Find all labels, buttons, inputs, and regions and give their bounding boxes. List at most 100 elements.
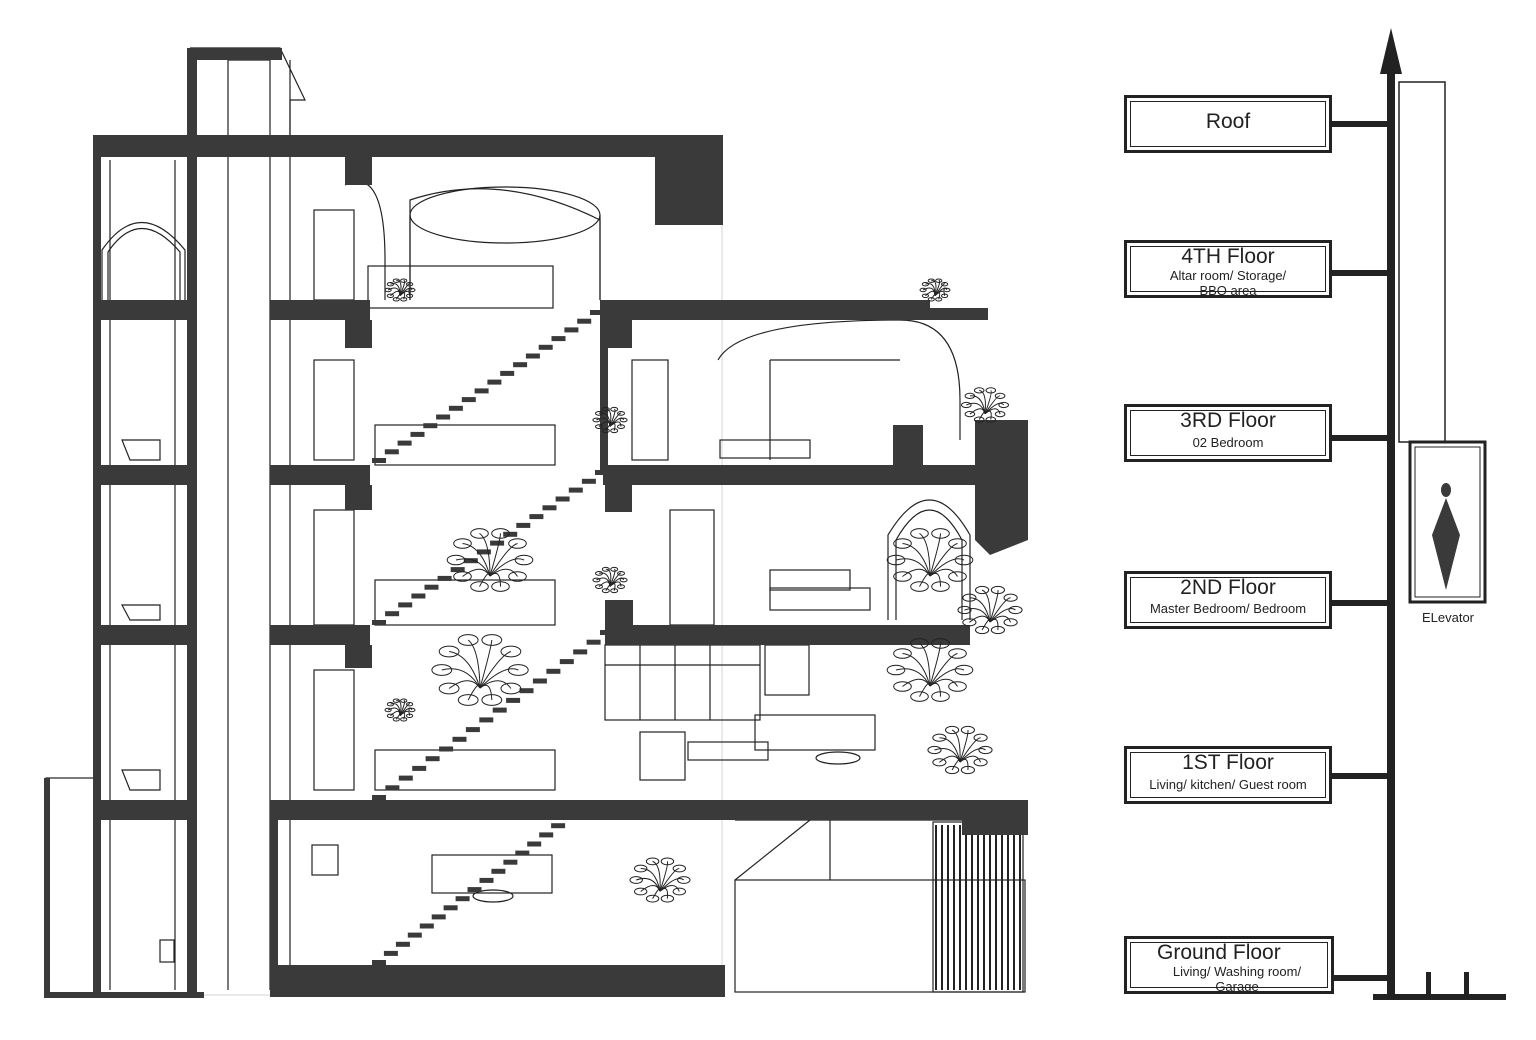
floor-title: 4TH Floor bbox=[1181, 245, 1275, 268]
plants bbox=[384, 278, 1023, 903]
stair-tread bbox=[539, 832, 554, 838]
stair-tread bbox=[411, 593, 426, 599]
floor-title: Ground Floor bbox=[1157, 941, 1281, 964]
plant bbox=[446, 528, 534, 592]
stair-tread bbox=[397, 440, 412, 446]
stair-tread bbox=[383, 950, 398, 956]
stair-tread bbox=[600, 630, 614, 635]
stair-tread bbox=[590, 310, 604, 315]
stair-tread bbox=[586, 639, 601, 645]
plant bbox=[886, 528, 974, 592]
stair-tread bbox=[503, 859, 518, 865]
stair-tread bbox=[573, 649, 588, 655]
stair-tread bbox=[410, 431, 425, 437]
floor-title: 3RD Floor bbox=[1180, 409, 1276, 432]
stair-tread bbox=[500, 370, 515, 376]
stair-tread bbox=[581, 478, 596, 484]
stair-tread bbox=[542, 505, 557, 511]
stair-tread bbox=[398, 775, 413, 781]
stair-tread bbox=[551, 336, 566, 342]
stair-tread bbox=[439, 746, 454, 752]
elevator-label: ELevator bbox=[1421, 610, 1475, 625]
plant bbox=[384, 698, 416, 722]
stair-tread bbox=[487, 379, 502, 385]
plant bbox=[592, 566, 628, 594]
stair-tread bbox=[490, 540, 505, 546]
stair-tread bbox=[395, 941, 410, 947]
stair-tread bbox=[461, 397, 476, 403]
stair-tread bbox=[474, 388, 489, 394]
floor-title: 1ST Floor bbox=[1182, 751, 1274, 774]
stair-tread bbox=[423, 423, 438, 429]
stair-tread bbox=[575, 805, 589, 810]
stair-tread bbox=[506, 697, 521, 703]
floor-subtitle: 02 Bedroom bbox=[1192, 435, 1264, 450]
stair-tread bbox=[515, 850, 530, 856]
floor-title: 2ND Floor bbox=[1180, 576, 1276, 599]
stair-tread bbox=[503, 531, 518, 537]
stair-tread bbox=[424, 584, 439, 590]
stair-tread bbox=[491, 868, 506, 874]
stair-tread bbox=[385, 611, 400, 617]
floor-box-4th: 4TH Floor Altar room/ Storage/ BBQ area bbox=[1124, 240, 1332, 298]
stair-tread bbox=[372, 795, 386, 800]
floor-subtitle: Living/ Washing room/ Garage bbox=[1172, 964, 1302, 994]
stair-tread bbox=[559, 659, 574, 665]
plant bbox=[927, 725, 993, 775]
stair-tread bbox=[452, 736, 467, 742]
plant bbox=[886, 638, 974, 702]
stair-tread bbox=[529, 514, 544, 520]
stair-tread bbox=[450, 567, 465, 573]
stair-tread bbox=[419, 923, 434, 929]
floor-box-ground: Ground Floor Living/ Washing room/ Garag… bbox=[1124, 936, 1334, 994]
stair-tread bbox=[384, 449, 399, 455]
stair-tread bbox=[555, 496, 570, 502]
stair-tread bbox=[431, 914, 446, 920]
stair-treads bbox=[372, 310, 614, 965]
plant bbox=[431, 634, 529, 706]
floor-box-roof: Roof bbox=[1124, 95, 1332, 153]
stair-tread bbox=[455, 896, 470, 902]
stair-tread bbox=[465, 727, 480, 733]
stair-tread bbox=[479, 717, 494, 723]
stair-tread bbox=[513, 362, 528, 368]
stair-tread bbox=[532, 678, 547, 684]
stair-tread bbox=[525, 353, 540, 359]
stair-tread bbox=[372, 458, 386, 463]
stair-tread bbox=[492, 707, 507, 713]
plant bbox=[592, 406, 628, 434]
floor-box-2nd: 2ND Floor Master Bedroom/ Bedroom bbox=[1124, 571, 1332, 629]
structural-slabs bbox=[44, 48, 1028, 998]
stair-tread bbox=[372, 620, 386, 625]
stair-tread bbox=[448, 405, 463, 411]
stair-tread bbox=[564, 327, 579, 333]
plant bbox=[957, 585, 1023, 635]
stair-tread bbox=[595, 470, 609, 475]
stair-tread bbox=[412, 765, 427, 771]
stair-tread bbox=[476, 549, 491, 555]
stair-tread bbox=[563, 814, 578, 820]
stair-tread bbox=[546, 668, 561, 674]
stair-tread bbox=[436, 414, 451, 420]
stair-tread bbox=[385, 785, 400, 791]
floor-title: Roof bbox=[1205, 110, 1251, 133]
stair-tread bbox=[516, 522, 531, 528]
stair-tread bbox=[568, 487, 583, 493]
stair-tread bbox=[425, 756, 440, 762]
stair-tread bbox=[467, 887, 482, 893]
floor-subtitle: Altar room/ Storage/ BBQ area bbox=[1169, 268, 1287, 298]
stair-tread bbox=[463, 558, 478, 564]
stair-tread bbox=[407, 932, 422, 938]
stair-tread bbox=[527, 841, 542, 847]
stair-tread bbox=[538, 344, 553, 350]
floor-box-1st: 1ST Floor Living/ kitchen/ Guest room bbox=[1124, 746, 1332, 804]
floor-level-diagram bbox=[1331, 28, 1506, 1000]
stair-tread bbox=[372, 960, 386, 965]
plant bbox=[384, 278, 416, 302]
floor-subtitle: Master Bedroom/ Bedroom bbox=[1149, 601, 1307, 616]
stair-tread bbox=[577, 318, 592, 324]
stair-tread bbox=[437, 575, 452, 581]
plant bbox=[961, 387, 1010, 423]
